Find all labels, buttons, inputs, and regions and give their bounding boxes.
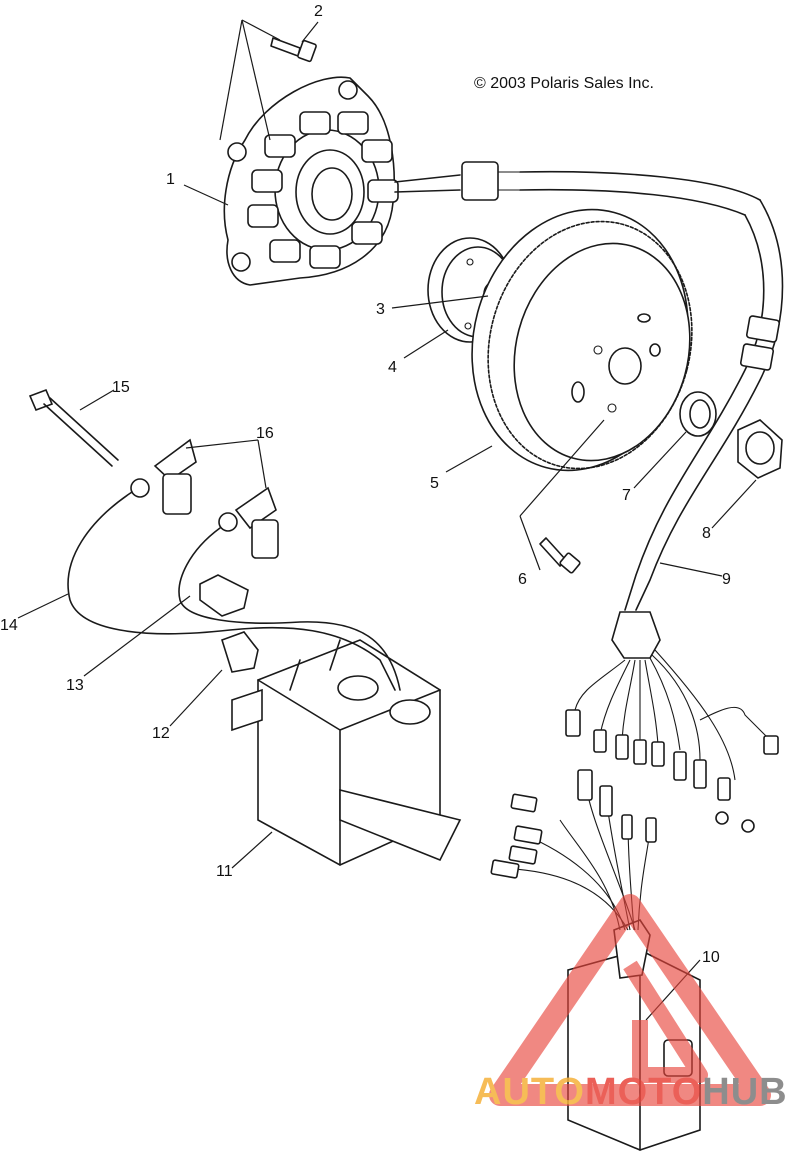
- callout-14: 14: [0, 617, 18, 634]
- washer-part-7: [679, 391, 717, 437]
- bolt-part-2: [270, 37, 317, 63]
- clip-part-13: [199, 574, 249, 617]
- spark-plug-cap-part-16: [130, 438, 279, 559]
- ignition-coil-part-11: [231, 639, 462, 866]
- watermark-text: AUTOMOTOHUB: [474, 1071, 788, 1113]
- watermark-triangle-inner: [623, 960, 708, 1083]
- callout-16: 16: [256, 425, 274, 442]
- callout-10: 10: [702, 949, 720, 966]
- callout-5: 5: [430, 475, 439, 492]
- watermark-hub: HUB: [702, 1071, 787, 1113]
- clip-part-12: [221, 631, 259, 673]
- callout-labels: 1 2 3 4 5 6 7 8 9 10 11 12 13 14 15 16: [0, 3, 731, 966]
- wiring-harness-part-9: [565, 199, 784, 833]
- callout-15: 15: [112, 379, 130, 396]
- callout-9: 9: [722, 571, 731, 588]
- flywheel-part-5: [471, 208, 693, 472]
- screw-part-6: [539, 537, 581, 574]
- spark-plug-wire-part-14: [67, 491, 401, 691]
- callout-3: 3: [376, 301, 385, 318]
- cable-tie-part-15: [28, 388, 119, 467]
- watermark-moto: MOTO: [585, 1071, 702, 1113]
- leader-lines: [17, 19, 757, 1021]
- callout-6: 6: [518, 571, 527, 588]
- callout-2: 2: [314, 3, 323, 20]
- nut-part-8: [737, 419, 783, 479]
- callout-4: 4: [388, 359, 397, 376]
- callout-12: 12: [152, 725, 170, 742]
- watermark-triangle-outer: [489, 894, 771, 1106]
- callout-7: 7: [622, 487, 631, 504]
- copyright-text: © 2003 Polaris Sales Inc.: [474, 75, 654, 92]
- stator-assembly: [223, 76, 761, 286]
- callout-13: 13: [66, 677, 84, 694]
- callout-8: 8: [702, 525, 711, 542]
- callout-1: 1: [166, 171, 175, 188]
- watermark-auto: AUTO: [474, 1071, 585, 1113]
- automotohub-watermark: AUTOMOTOHUB: [474, 894, 788, 1113]
- callout-11: 11: [216, 863, 233, 880]
